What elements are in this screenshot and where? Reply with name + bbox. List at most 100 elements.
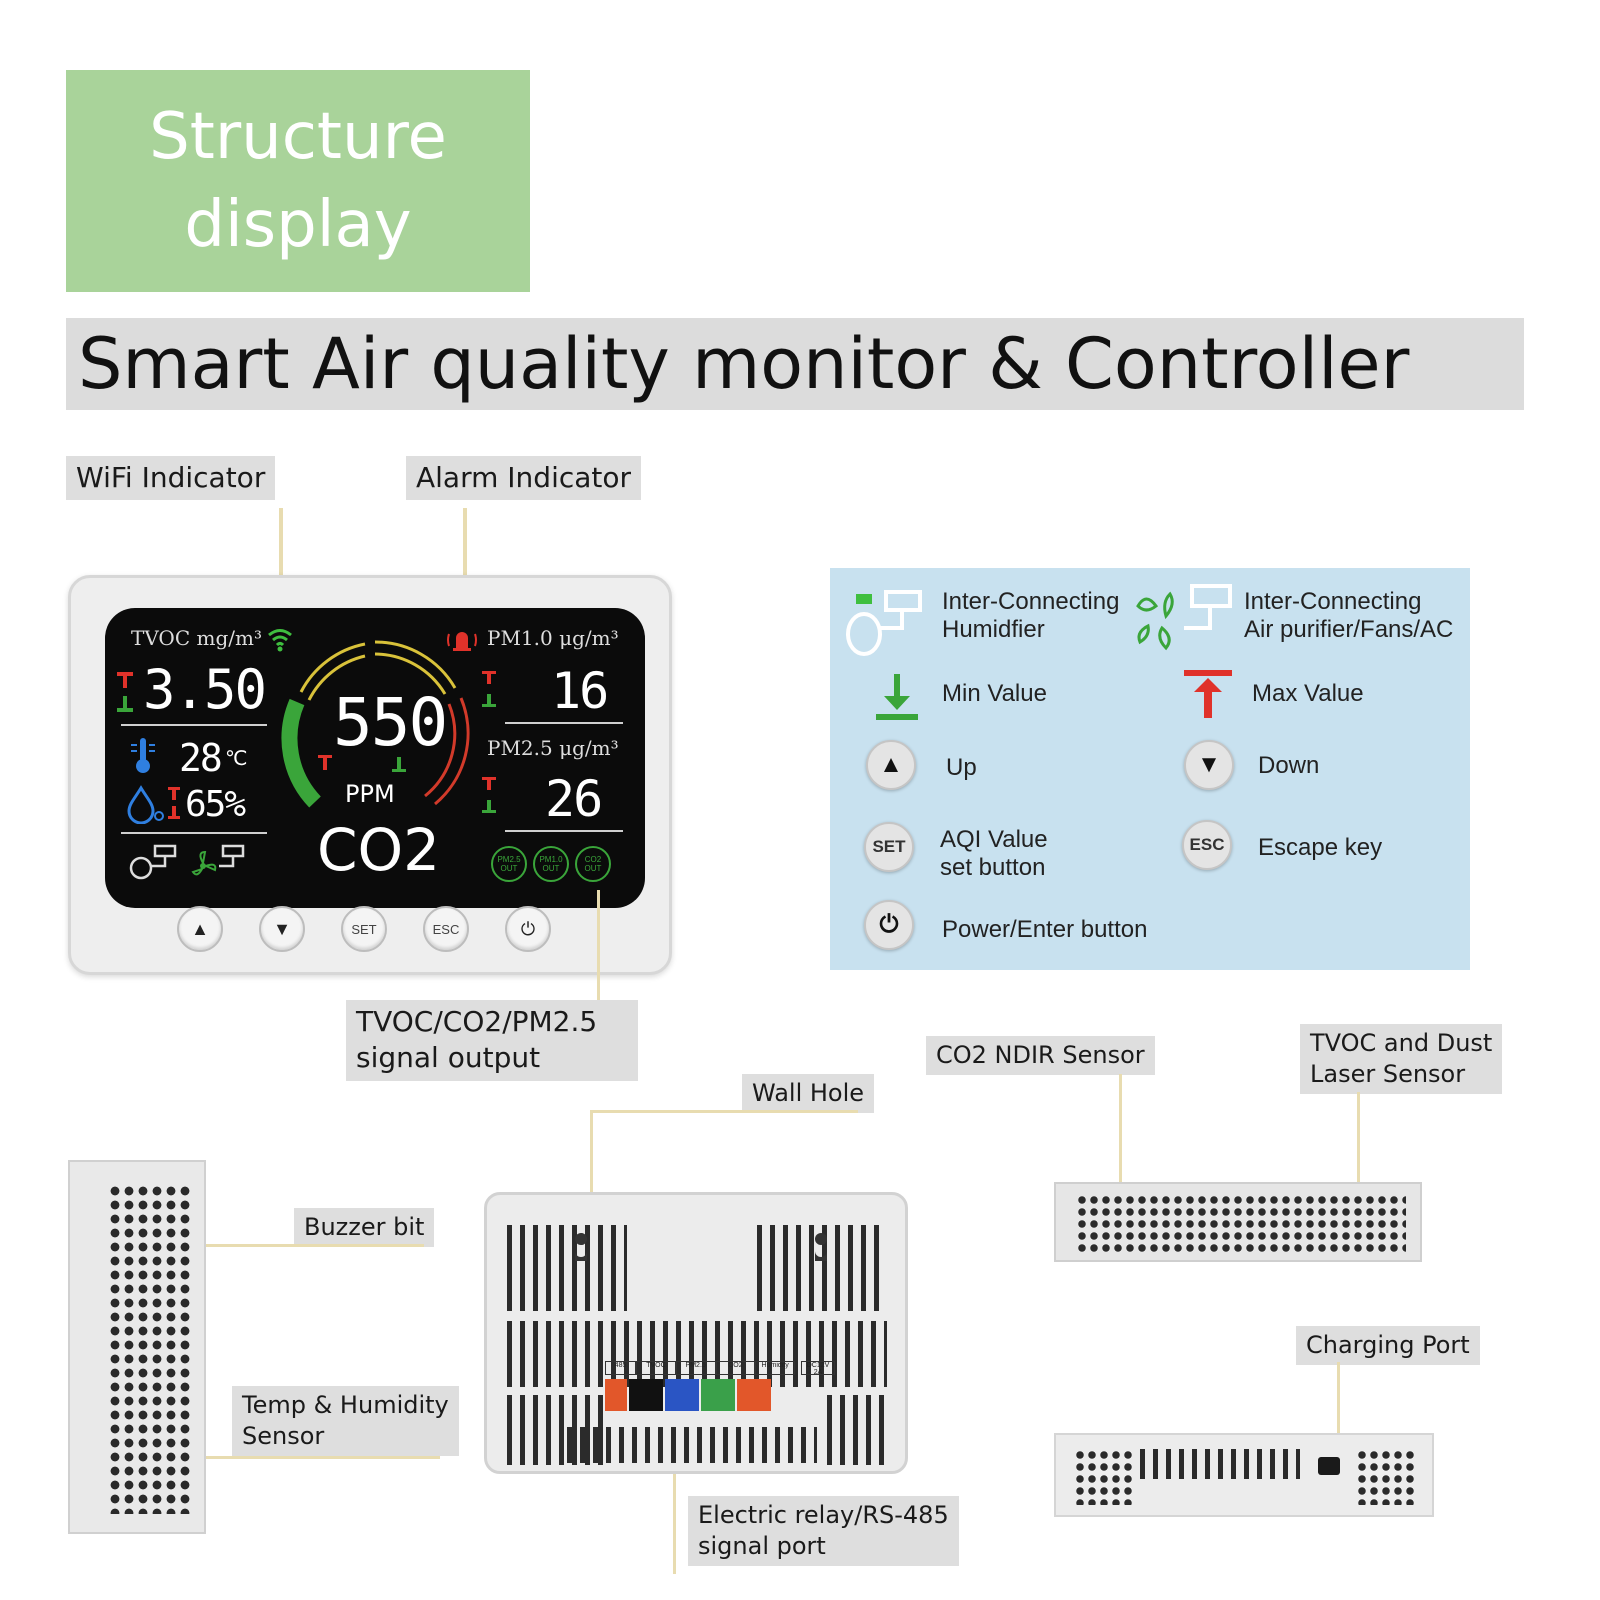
pm10-divider bbox=[505, 722, 623, 724]
bottom-vents-right bbox=[1356, 1449, 1418, 1505]
device-bottom-edge-view bbox=[1054, 1433, 1434, 1517]
pm10-value: 16 bbox=[551, 662, 609, 720]
legend-up-button-icon: ▲ bbox=[866, 740, 916, 790]
tvoc-max-min-icon bbox=[117, 672, 133, 712]
terminal-label-co2: CO2 bbox=[715, 1361, 756, 1375]
thermometer-icon bbox=[131, 738, 155, 773]
device-set-button[interactable]: SET bbox=[341, 906, 387, 952]
up-arrow-icon: ▲ bbox=[879, 751, 903, 778]
wall-hole-leader-h bbox=[590, 1110, 858, 1113]
buzzer-callout: Buzzer bit bbox=[294, 1208, 435, 1248]
humidity-value: 65% bbox=[185, 784, 246, 825]
co2-max-icon bbox=[318, 755, 332, 770]
legend-down-text: Down bbox=[1258, 752, 1320, 779]
device-down-button[interactable]: ▼ bbox=[259, 906, 305, 952]
terminal-label-humidity: Humidity bbox=[755, 1361, 796, 1375]
back-vents-lower-right bbox=[827, 1395, 891, 1465]
lcd-screen: TVOC mg/m³ 3.50 28 ℃ 65% bbox=[105, 608, 645, 908]
co2-gauge bbox=[281, 640, 470, 808]
device-front-view: TVOC mg/m³ 3.50 28 ℃ 65% bbox=[68, 575, 672, 975]
back-vents-bottom bbox=[567, 1427, 817, 1463]
humidity-terminal bbox=[737, 1379, 771, 1411]
signal-output-leader-line bbox=[597, 890, 600, 1002]
tvoc-dust-leader-line bbox=[1357, 1092, 1360, 1208]
down-arrow-icon: ▼ bbox=[1197, 751, 1221, 778]
buzzer-leader-line bbox=[148, 1244, 424, 1247]
pm25-max-min-icon bbox=[482, 777, 496, 813]
device-back-view: 485 TVOC PM2.5 CO2 Humidity DC12V 2A bbox=[484, 1192, 908, 1474]
back-vents-middle bbox=[507, 1321, 887, 1387]
alarm-leader-line bbox=[463, 508, 467, 618]
power-icon: ⏻ bbox=[879, 911, 899, 938]
tvoc-label: TVOC mg/m³ bbox=[131, 626, 262, 650]
device-power-button[interactable]: ⏻ bbox=[505, 906, 551, 952]
temp-humidity-callout: Temp & Humidity Sensor bbox=[232, 1386, 459, 1457]
structure-display-banner: Structure display bbox=[66, 70, 530, 292]
co2-min-icon bbox=[392, 757, 406, 772]
legend-purifier-text: Inter-Connecting Air purifier/Fans/AC bbox=[1244, 588, 1454, 643]
relay-port-callout: Electric relay/RS-485 signal port bbox=[688, 1496, 959, 1567]
terminal-label-row: 485 TVOC PM2.5 CO2 Humidity DC12V 2A bbox=[605, 1361, 835, 1376]
legend-aqi-text: AQI Value set button bbox=[940, 826, 1048, 881]
pm25-value: 26 bbox=[545, 770, 603, 828]
side-vent-holes bbox=[108, 1184, 194, 1514]
product-title: Smart Air quality monitor & Controller bbox=[78, 323, 1410, 405]
legend-down-button-icon: ▼ bbox=[1184, 740, 1234, 790]
temperature-value: 28 bbox=[179, 736, 223, 780]
up-arrow-icon: ▲ bbox=[191, 918, 209, 939]
legend-set-button-icon: SET bbox=[864, 822, 914, 872]
temperature-unit: ℃ bbox=[225, 746, 248, 770]
power-icon: ⏻ bbox=[520, 918, 536, 939]
tvoc-value: 3.50 bbox=[143, 658, 267, 721]
banner-text: Structure display bbox=[149, 100, 447, 262]
down-arrow-icon: ▼ bbox=[273, 918, 291, 939]
legend-esc-button-icon: ESC bbox=[1182, 820, 1232, 870]
humidity-divider bbox=[121, 832, 267, 834]
humidifier-status-icon bbox=[129, 844, 177, 880]
legend-max-text: Max Value bbox=[1252, 680, 1364, 707]
device-top-edge-view bbox=[1054, 1182, 1422, 1262]
pm25-divider bbox=[505, 830, 623, 832]
rs485-terminal bbox=[605, 1379, 627, 1411]
co2-sensor-leader-line bbox=[1119, 1074, 1122, 1214]
pm10-max-min-icon bbox=[482, 671, 496, 707]
terminal-label-tvoc: TVOC bbox=[636, 1361, 676, 1375]
max-value-icon bbox=[1184, 670, 1232, 718]
pm25-output-badge: PM2.5 OUT bbox=[491, 846, 527, 882]
bottom-vents-middle bbox=[1140, 1449, 1300, 1479]
co2-label: CO2 bbox=[317, 816, 441, 884]
device-side-view bbox=[68, 1160, 206, 1534]
legend-escape-text: Escape key bbox=[1258, 834, 1383, 861]
tvoc-dust-callout: TVOC and Dust Laser Sensor bbox=[1300, 1024, 1503, 1095]
temp-humidity-leader-line bbox=[148, 1456, 440, 1459]
back-vents-upper-left bbox=[507, 1225, 627, 1311]
alarm-indicator-callout: Alarm Indicator bbox=[406, 456, 642, 501]
device-button-row: ▲ ▼ SET ESC ⏻ bbox=[71, 906, 669, 962]
device-esc-button[interactable]: ESC bbox=[423, 906, 469, 952]
wifi-indicator-callout: WiFi Indicator bbox=[66, 456, 276, 501]
wall-hole-right-icon bbox=[815, 1233, 827, 1261]
terminal-label-power: DC12V 2A bbox=[801, 1361, 835, 1376]
icon-legend-panel: Inter-Connecting Humidfier Inter-Connect… bbox=[830, 568, 1470, 970]
device-up-button[interactable]: ▲ bbox=[177, 906, 223, 952]
min-value-icon bbox=[876, 674, 918, 720]
charging-port-socket bbox=[1318, 1457, 1340, 1475]
legend-power-button-icon: ⏻ bbox=[864, 900, 914, 950]
pm10-output-badge: PM1.0 OUT bbox=[533, 846, 569, 882]
legend-up-text: Up bbox=[946, 754, 977, 781]
humidity-max-min-icon bbox=[168, 787, 180, 819]
tvoc-divider bbox=[121, 724, 267, 726]
product-title-bar: Smart Air quality monitor & Controller bbox=[66, 318, 1524, 410]
terminal-label-pm25: PM2.5 bbox=[675, 1361, 716, 1375]
co2-output-badge: CO2 OUT bbox=[575, 846, 611, 882]
pm25-terminal bbox=[665, 1379, 699, 1411]
top-sensor-vents bbox=[1076, 1194, 1406, 1252]
legend-power-text: Power/Enter button bbox=[942, 916, 1148, 943]
legend-min-text: Min Value bbox=[942, 680, 1047, 707]
co2-terminal bbox=[701, 1379, 735, 1411]
terminal-label-485: 485 bbox=[605, 1361, 637, 1375]
wifi-icon bbox=[268, 629, 292, 652]
fan-status-icon bbox=[191, 844, 245, 876]
tvoc-terminal bbox=[629, 1379, 663, 1411]
pm10-label: PM1.0 μg/m³ bbox=[487, 626, 619, 650]
